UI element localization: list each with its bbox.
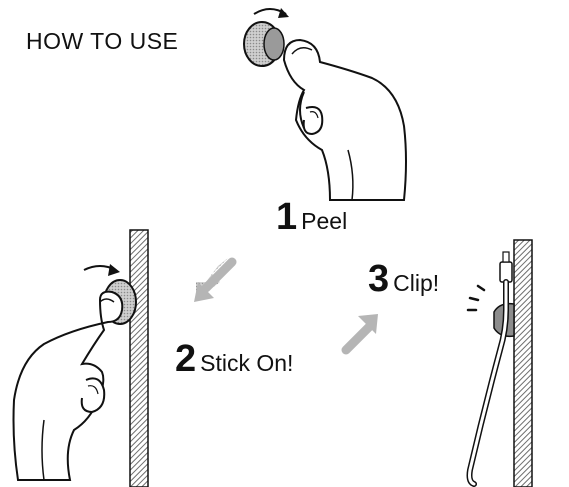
step-number: 3 bbox=[368, 258, 390, 300]
stick-illustration bbox=[12, 229, 149, 487]
click-marks bbox=[466, 284, 486, 312]
wall-illustration bbox=[513, 239, 533, 487]
finger-curl bbox=[302, 106, 324, 136]
step-number: 2 bbox=[175, 338, 197, 380]
step-label: Clip! bbox=[393, 270, 440, 296]
step-label: Peel bbox=[301, 208, 348, 234]
diagonal-arrow-icon bbox=[194, 257, 237, 302]
clip-illustration bbox=[466, 239, 533, 487]
wall-illustration bbox=[129, 229, 149, 487]
step-label: Stick On! bbox=[200, 350, 294, 376]
hand-illustration bbox=[12, 290, 124, 481]
diagonal-arrow-icon bbox=[341, 314, 378, 355]
step-number: 1 bbox=[276, 196, 298, 238]
page-title: HOW TO USE bbox=[26, 28, 179, 54]
thumb bbox=[282, 38, 407, 201]
peel-illustration bbox=[243, 8, 407, 201]
